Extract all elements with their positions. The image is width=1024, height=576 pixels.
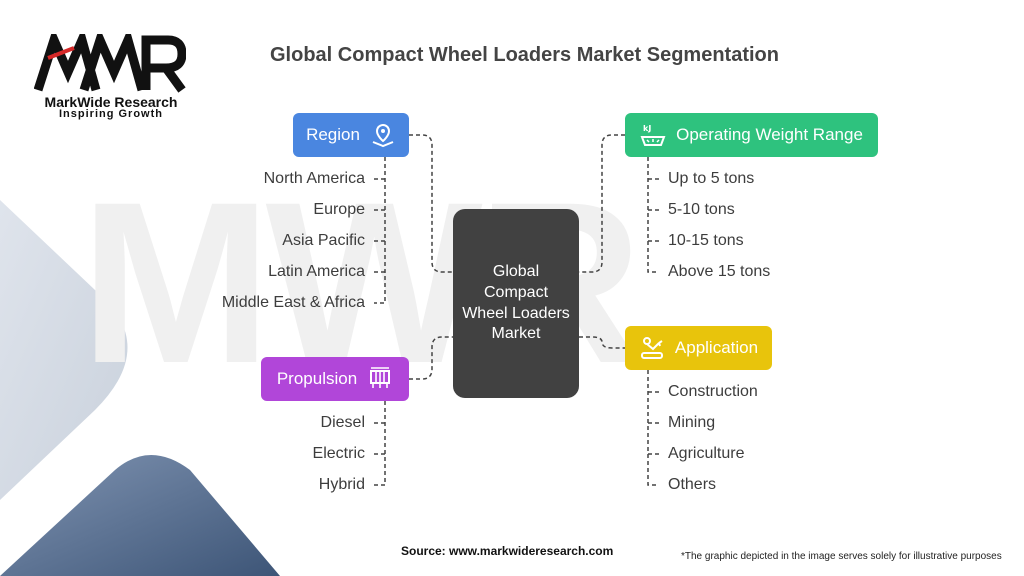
weight-item-up-to-5: Up to 5 tons: [668, 170, 755, 187]
region-item-north-america: North America: [263, 170, 365, 187]
scale-icon: kJ: [640, 124, 666, 146]
propulsion-item-diesel: Diesel: [320, 414, 365, 431]
region-item-latin-america: Latin America: [268, 263, 365, 280]
source-text: Source: www.markwideresearch.com: [401, 544, 614, 558]
application-item-construction: Construction: [668, 383, 758, 400]
logo-mark: [34, 34, 186, 93]
brand-name: MarkWide Research: [44, 94, 178, 110]
segment-application-label: Application: [674, 338, 759, 357]
segment-operating-weight-label: Operating Weight Range: [676, 125, 863, 144]
region-item-europe: Europe: [313, 201, 365, 218]
weight-item-10-15: 10-15 tons: [668, 232, 744, 249]
segment-region-label: Region: [306, 125, 360, 144]
svg-text:kJ: kJ: [643, 124, 651, 133]
page-title: Global Compact Wheel Loaders Market Segm…: [270, 44, 779, 66]
segment-propulsion: Propulsion: [261, 357, 409, 401]
segment-region: Region: [293, 113, 409, 157]
weight-item-5-10: 5-10 tons: [668, 201, 735, 218]
engine-icon: [370, 367, 391, 388]
region-item-asia-pacific: Asia Pacific: [282, 232, 365, 249]
application-item-mining: Mining: [668, 414, 716, 431]
application-item-agriculture: Agriculture: [668, 445, 745, 462]
segment-application: Application: [625, 326, 772, 370]
propulsion-item-hybrid: Hybrid: [318, 476, 365, 493]
center-node: Global Compact Wheel Loaders Market: [453, 209, 579, 398]
map-pin-icon: [372, 123, 394, 148]
segment-operating-weight: kJ Operating Weight Range: [625, 113, 878, 157]
segment-propulsion-label: Propulsion: [276, 369, 358, 388]
region-item-mea: Middle East & Africa: [221, 294, 365, 311]
center-label: Global Compact Wheel Loaders Market: [462, 262, 570, 343]
brand-tagline: Inspiring Growth: [59, 108, 163, 120]
disclaimer-note: *The graphic depicted in the image serve…: [681, 551, 1002, 562]
robot-arm-icon: [640, 337, 663, 359]
weight-item-above-15: Above 15 tons: [668, 263, 771, 280]
application-item-others: Others: [668, 476, 717, 493]
propulsion-item-electric: Electric: [312, 445, 365, 462]
